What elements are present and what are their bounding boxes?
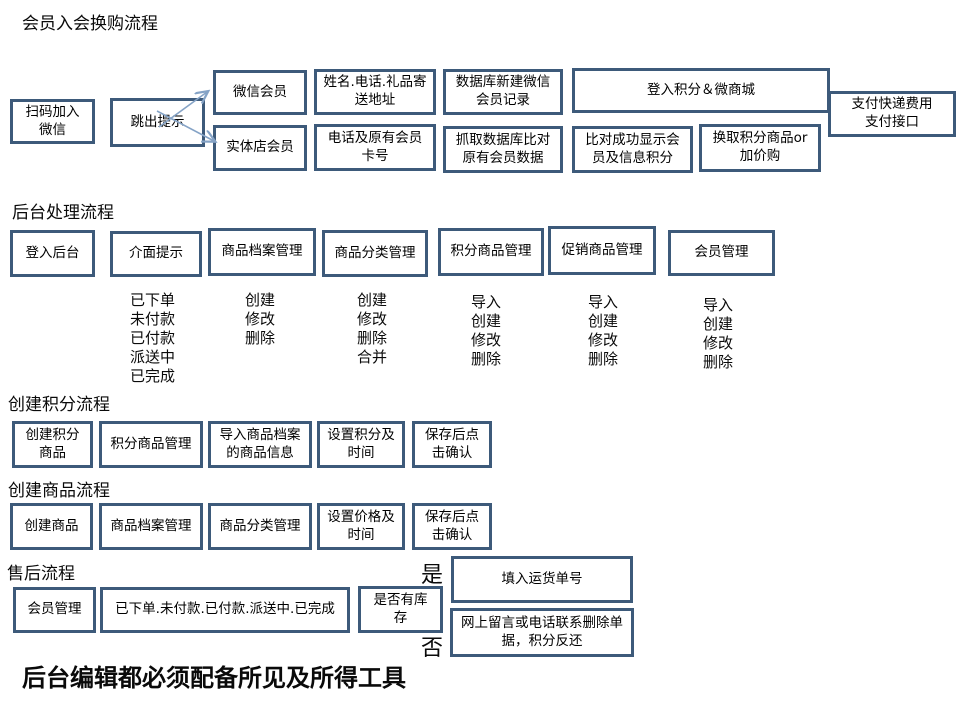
section-title-membership: 会员入会换购流程 [22,14,158,34]
box-popup-prompt: 跳出提示 [110,98,205,147]
box-product-category-mgmt-2: 商品分类管理 [208,503,312,550]
box-create-points-product: 创建积分 商品 [12,421,93,468]
box-member-mgmt: 会员管理 [668,230,775,276]
box-product-category-mgmt: 商品分类管理 [322,230,428,277]
bottom-note: 后台编辑都必须配备所见及所得工具 [22,664,406,692]
box-pay-shipping-interface: 支付快递费用 支付接口 [828,91,956,137]
box-store-member: 实体店会员 [213,125,307,171]
box-has-stock: 是否有库 存 [358,586,443,633]
box-product-archive-mgmt-2: 商品档案管理 [99,503,203,550]
section-title-create-product: 创建商品流程 [8,481,110,501]
list-promo-ops: 导入 创建 修改 删除 [588,293,619,368]
list-member-ops: 导入 创建 修改 删除 [703,296,734,371]
box-create-product: 创建商品 [10,503,93,550]
box-phone-and-card-no: 电话及原有会员 卡号 [314,124,436,171]
list-points-ops: 导入 创建 修改 删除 [471,293,502,368]
box-redeem-points-or-addon: 换取积分商品or 加价购 [699,124,821,172]
box-promo-product-mgmt: 促销商品管理 [548,226,656,275]
box-set-price-time: 设置价格及 时间 [317,503,405,550]
section-title-backend: 后台处理流程 [12,203,114,223]
section-title-create-points: 创建积分流程 [8,395,110,415]
label-no: 否 [421,636,444,661]
list-order-status: 已下单 未付款 已付款 派送中 已完成 [130,291,176,385]
section-title-aftersales: 售后流程 [7,564,75,584]
box-interface-prompt: 介面提示 [110,231,202,277]
box-wechat-member: 微信会员 [213,70,307,115]
box-order-status-line: 已下单.未付款.已付款.派送中.已完成 [100,587,350,633]
box-product-archive-mgmt: 商品档案管理 [208,228,316,276]
box-member-mgmt-aftersales: 会员管理 [13,587,96,633]
box-name-phone-gift-address: 姓名.电话.礼品寄 送地址 [314,69,436,115]
box-scan-join-wechat: 扫码加入 微信 [10,99,95,144]
list-category-ops: 创建 修改 删除 合并 [357,291,388,366]
box-login-backend: 登入后台 [10,230,95,277]
box-points-product-mgmt: 积分商品管理 [438,228,544,276]
box-import-archive-info: 导入商品档案 的商品信息 [208,421,312,468]
box-db-compare-members: 抓取数据库比对 原有会员数据 [443,126,563,173]
box-save-confirm-points: 保存后点 击确认 [412,421,492,468]
box-db-new-wechat-record: 数据库新建微信 会员记录 [443,69,563,115]
box-compare-success-show: 比对成功显示会 员及信息积分 [572,126,693,173]
box-points-product-mgmt-2: 积分商品管理 [99,421,203,468]
box-fill-tracking-no: 填入运货单号 [451,556,633,603]
box-save-confirm-product: 保存后点 击确认 [412,503,492,550]
box-set-points-time: 设置积分及 时间 [317,421,405,468]
label-yes: 是 [421,563,444,588]
box-login-points-mall: 登入积分＆微商城 [572,68,830,113]
box-online-msg-delete: 网上留言或电话联系删除单 据，积分反还 [450,608,634,657]
list-archive-ops: 创建 修改 删除 [245,291,276,347]
